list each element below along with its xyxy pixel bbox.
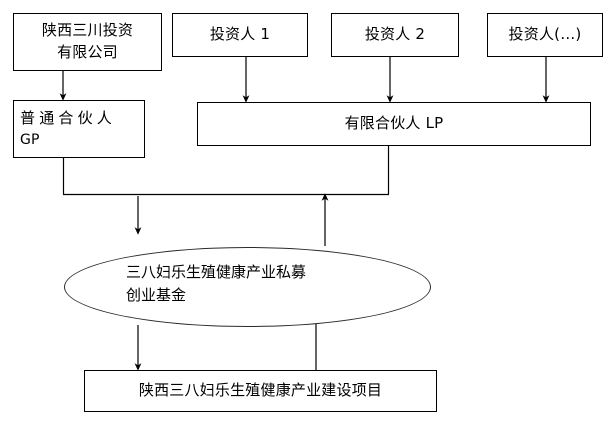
node-investor-2[interactable]: 投资人 2 [331, 13, 459, 57]
limited-partner-label: 有限合伙人 LP [344, 114, 444, 133]
fund-ellipse-shape [64, 247, 431, 327]
fund-line1: 三八妇乐生殖健康产业私募 [126, 263, 307, 281]
node-investor-1[interactable]: 投资人 1 [172, 13, 308, 57]
node-general-partner[interactable]: 普通合伙人 GP [13, 100, 145, 158]
sponsor-company-line1: 陕西三川投资 [41, 21, 134, 40]
sponsor-company-line2: 有限公司 [57, 43, 118, 61]
fund-line2: 创业基金 [126, 286, 187, 305]
investor-2-label: 投资人 2 [364, 25, 426, 44]
project-label: 陕西三八妇乐生殖健康产业建设项目 [138, 381, 383, 400]
node-investor-more[interactable]: 投资人(…) [487, 13, 603, 57]
general-partner-line2: GP [20, 131, 40, 148]
investor-more-label: 投资人(…) [508, 25, 582, 44]
node-limited-partner[interactable]: 有限合伙人 LP [197, 102, 591, 146]
general-partner-line1: 普通合伙人 [20, 108, 117, 127]
fund-label: 三八妇乐生殖健康产业私募 创业基金 [126, 261, 386, 308]
investor-1-label: 投资人 1 [209, 25, 271, 44]
node-sponsor-company[interactable]: 陕西三川投资 有限公司 [13, 13, 162, 71]
node-project[interactable]: 陕西三八妇乐生殖健康产业建设项目 [84, 370, 437, 412]
node-fund[interactable]: 三八妇乐生殖健康产业私募 创业基金 [64, 247, 431, 327]
